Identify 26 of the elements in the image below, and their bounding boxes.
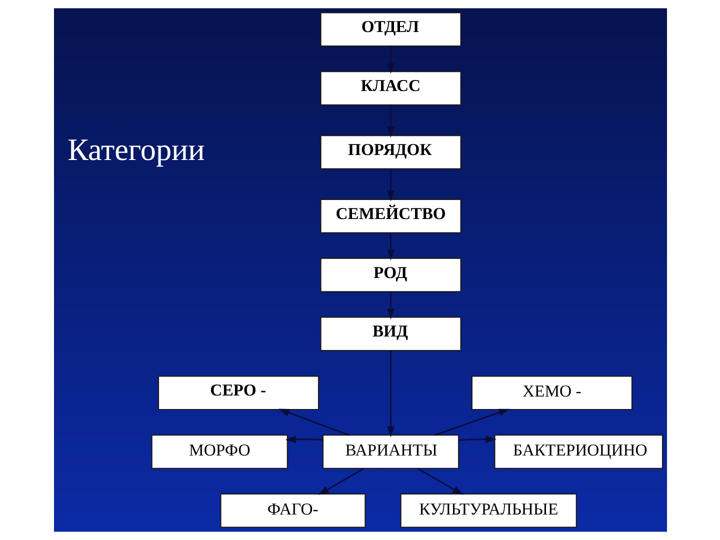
- node-box: КЛАСС: [320, 71, 461, 106]
- arrow: [386, 46, 394, 74]
- node-box: СЕМЕЙСТВО: [320, 198, 461, 234]
- node-box: РОД: [320, 258, 461, 292]
- node-box: КУЛЬТУРАЛЬНЫЕ: [400, 493, 576, 528]
- arrow: [386, 233, 394, 260]
- label: Категории: [67, 132, 204, 167]
- node-box: МОРФО: [150, 434, 288, 469]
- node-box: ПОРЯДОК: [320, 134, 461, 170]
- node-box: ФАГО-: [220, 493, 366, 528]
- node-box: ХЕМО -: [470, 376, 632, 410]
- arrow: [386, 168, 394, 202]
- arrow: [458, 435, 496, 443]
- arrow: [386, 104, 394, 138]
- arrow: [386, 292, 394, 320]
- arrow: [284, 436, 322, 444]
- node-box: ОТДЕЛ: [320, 12, 461, 47]
- arrow: [318, 468, 364, 495]
- node-box: ВАРИАНТЫ: [322, 434, 459, 469]
- arrow: [434, 408, 510, 436]
- arrow: [417, 468, 463, 495]
- arrow: [386, 350, 394, 438]
- node-box: ВИД: [320, 316, 461, 352]
- node-box: БАКТЕРИОЦИНО: [494, 434, 663, 469]
- node-box: СЕРО -: [157, 376, 319, 410]
- arrow: [278, 408, 349, 436]
